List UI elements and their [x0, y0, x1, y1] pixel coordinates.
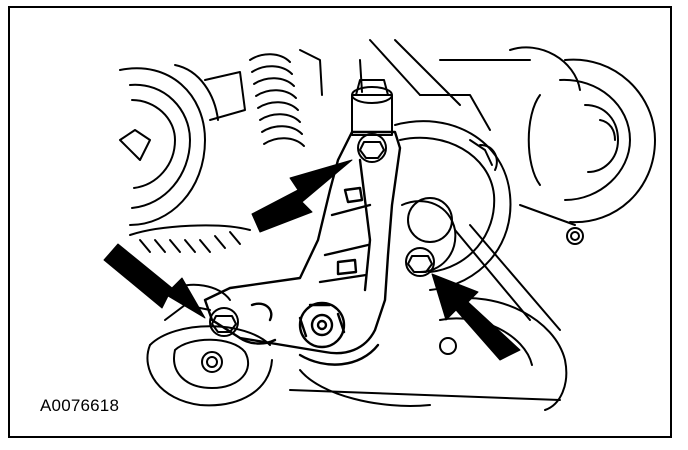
engine-block-lines: [359, 39, 581, 331]
right-pulley: [527, 58, 656, 224]
bolt-icon: [209, 307, 239, 337]
mounting-bracket: [203, 130, 402, 366]
pointer-arrow-icon: [103, 243, 206, 319]
bolt-icon: [405, 247, 435, 277]
lower-right-pulley: [289, 297, 568, 411]
bolt-icon: [357, 133, 387, 163]
left-pulley: [119, 64, 219, 226]
tensioner-pulley: [394, 120, 512, 291]
figure-id-label: A0076618: [40, 396, 120, 415]
pointer-arrow-icon: [431, 273, 521, 361]
upper-stud: [351, 79, 393, 136]
right-small-bolt: [566, 227, 584, 245]
spring-coils: [204, 49, 323, 147]
illustration-frame: [8, 6, 672, 438]
pointer-arrow-icon: [251, 159, 353, 233]
